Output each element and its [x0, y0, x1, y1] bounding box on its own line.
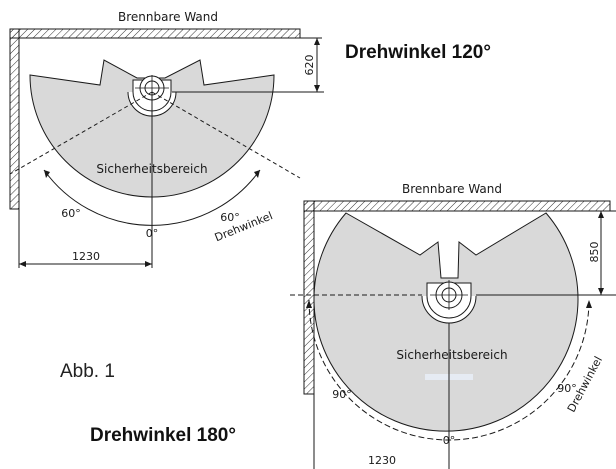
zone-label-180: Sicherheitsbereich — [396, 348, 507, 362]
angle-left-label-120: 60° — [61, 207, 81, 220]
dim-vertical-120 — [172, 37, 324, 93]
diagram-180: Brennbare Wand Sicherhe — [90, 182, 616, 469]
title-120: Drehwinkel 120° — [345, 42, 491, 63]
dim-horizontal-label-120: 1230 — [72, 250, 100, 263]
wall-120 — [9, 28, 301, 210]
title-180: Drehwinkel 180° — [90, 425, 236, 446]
arc-arrow-right-180 — [586, 300, 592, 308]
angle-line-left-120 — [9, 91, 153, 175]
angle-left-label-180: 90° — [332, 388, 352, 401]
arc-arrow-right-120 — [254, 170, 260, 178]
dim-horizontal-label-180: 1230 — [368, 454, 396, 467]
wall-label-180: Brennbare Wand — [402, 182, 502, 196]
diagram-120: Brennbare Wand Sicherheitsbereich 60 — [9, 10, 491, 268]
figure-label: Abb. 1 — [60, 361, 115, 382]
dim-horizontal-120 — [18, 209, 153, 268]
dim-vertical-label-180: 850 — [588, 242, 601, 263]
angle-line-right-120 — [151, 91, 301, 179]
arc-arrow-left-120 — [44, 170, 50, 178]
angle-right-label-120: 60° — [220, 211, 240, 224]
angle-arc-180 — [308, 299, 590, 441]
wall-180 — [303, 200, 611, 395]
stove-symbol-180 — [421, 280, 477, 324]
dim-vertical-180 — [598, 210, 616, 295]
wall-label-120: Brennbare Wand — [118, 10, 218, 24]
dim-horizontal-180 — [313, 394, 450, 469]
dim-vertical-label-120: 620 — [303, 55, 316, 76]
arc-arrow-left-180 — [306, 300, 312, 308]
zone-label-120: Sicherheitsbereich — [96, 162, 207, 176]
angle-arc-120 — [43, 169, 261, 226]
angle-right-label-180: 90° — [557, 382, 577, 395]
